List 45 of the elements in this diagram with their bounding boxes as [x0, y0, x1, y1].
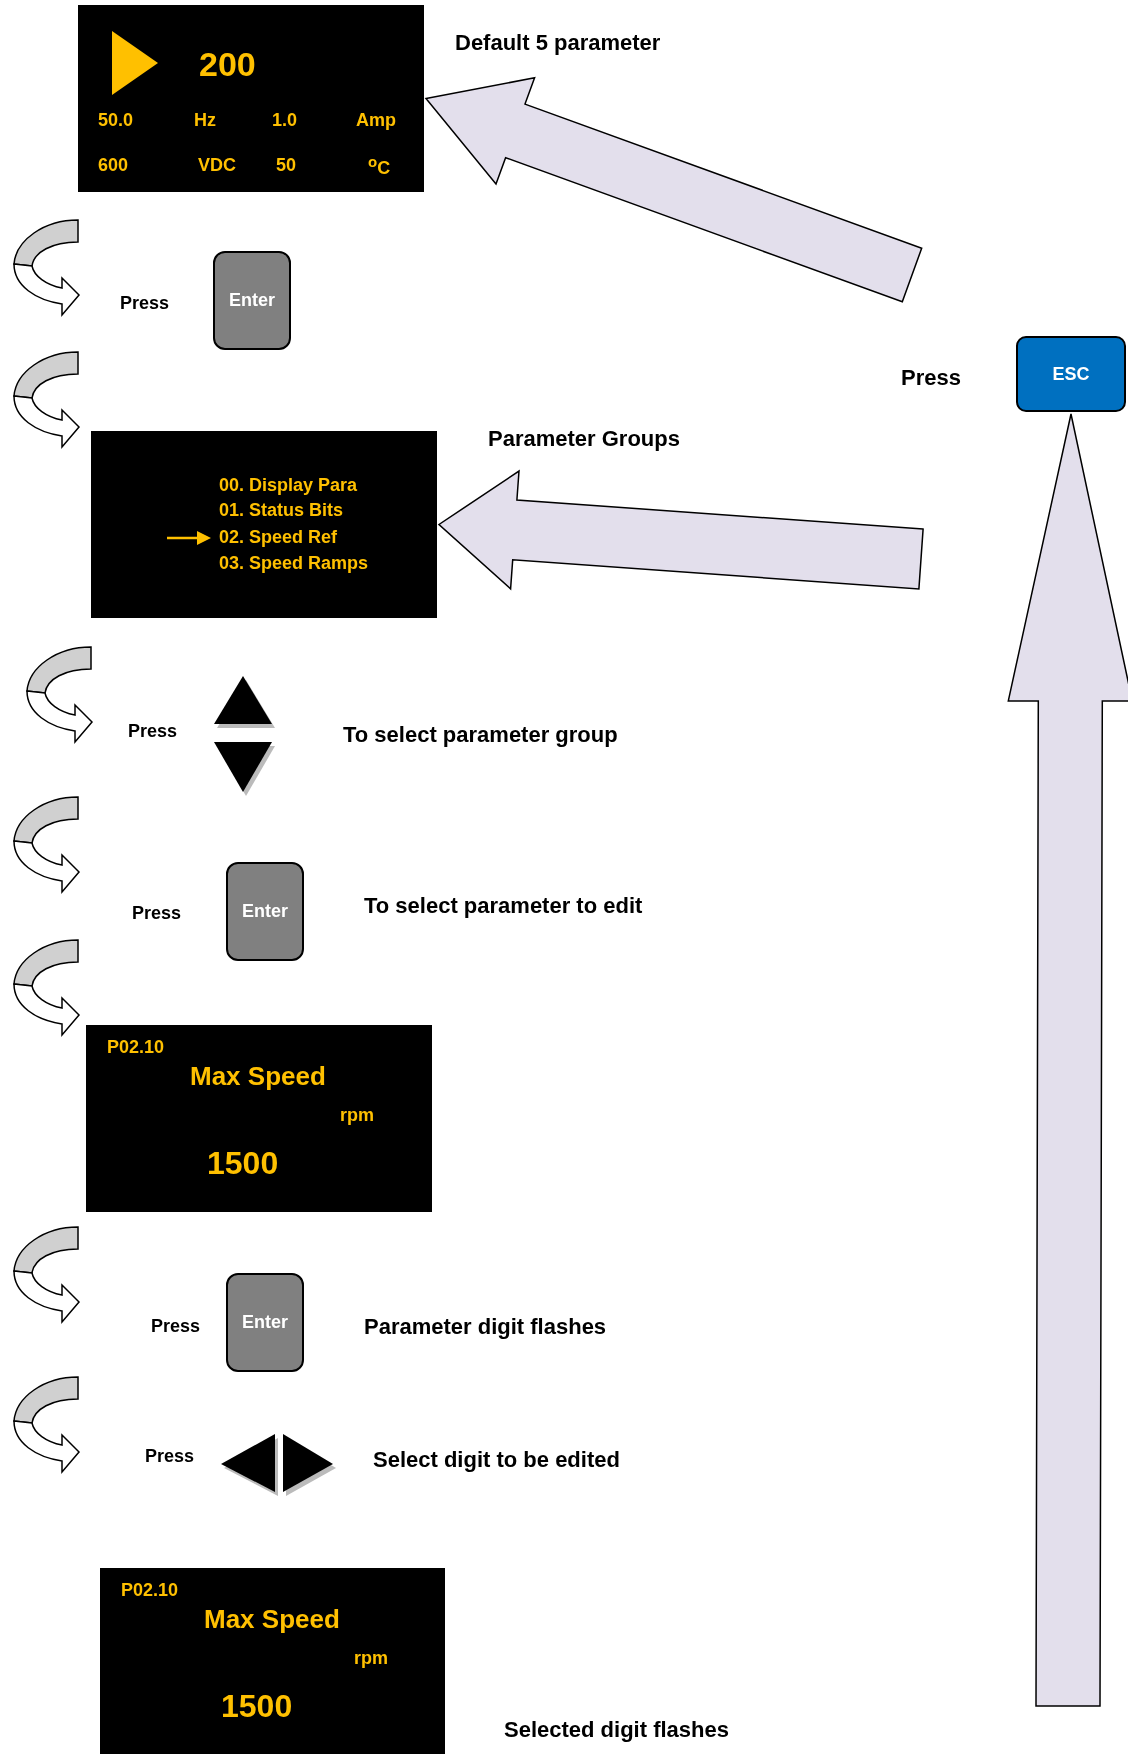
screen-caption: Selected digit flashes	[504, 1717, 729, 1743]
display-text: rpm	[340, 1106, 374, 1126]
display-text: Max Speed	[190, 1061, 326, 1091]
press-label: Select digit to be edited	[373, 1447, 620, 1473]
lcd-display	[86, 1025, 432, 1212]
display-text: VDC	[198, 156, 236, 176]
block-arrow	[1007, 413, 1128, 1707]
display-text: 50	[276, 156, 297, 176]
display-text: 50.0	[98, 111, 134, 131]
display-text: 02. Speed Ref	[219, 528, 338, 548]
press-label: Parameter digit flashes	[364, 1314, 607, 1340]
enter-key: Enter	[213, 251, 291, 350]
display-text: rpm	[354, 1649, 388, 1669]
display-text: 1500	[207, 1146, 279, 1182]
press-label: Press	[901, 365, 961, 391]
display-text: Hz	[194, 111, 216, 131]
enter-key: Enter	[226, 862, 304, 961]
lcd-display	[100, 1568, 445, 1754]
display-text: 00. Display Para	[219, 476, 358, 496]
display-text: $^{o}$C	[368, 153, 391, 179]
press-label: Press	[128, 722, 178, 742]
display-text: 03. Speed Ramps	[219, 554, 369, 574]
press-label: Press	[120, 294, 170, 314]
screen-caption: Parameter Groups	[488, 426, 680, 452]
display-text: 01. Status Bits	[219, 501, 344, 521]
block-arrow	[424, 76, 923, 303]
display-text: 1.0	[272, 111, 298, 131]
display-text: 200	[199, 46, 256, 84]
display-text: 600	[98, 156, 129, 176]
press-label: Press	[132, 904, 182, 924]
block-arrow	[437, 469, 924, 591]
press-label: To select parameter to edit	[364, 893, 643, 919]
screen-caption: Default 5 parameter	[455, 30, 661, 56]
display-text: 1500	[221, 1689, 293, 1725]
enter-key: Enter	[226, 1273, 304, 1372]
display-text: Max Speed	[204, 1604, 340, 1634]
esc-key: ESC	[1016, 336, 1126, 412]
lcd-display	[78, 5, 424, 192]
display-text: P02.10	[121, 1581, 179, 1601]
press-label: Press	[151, 1317, 201, 1337]
display-text: P02.10	[107, 1038, 165, 1058]
press-label: To select parameter group	[343, 722, 618, 748]
press-label: Press	[145, 1447, 195, 1467]
lcd-display	[91, 431, 437, 618]
display-text: Amp	[356, 111, 396, 131]
